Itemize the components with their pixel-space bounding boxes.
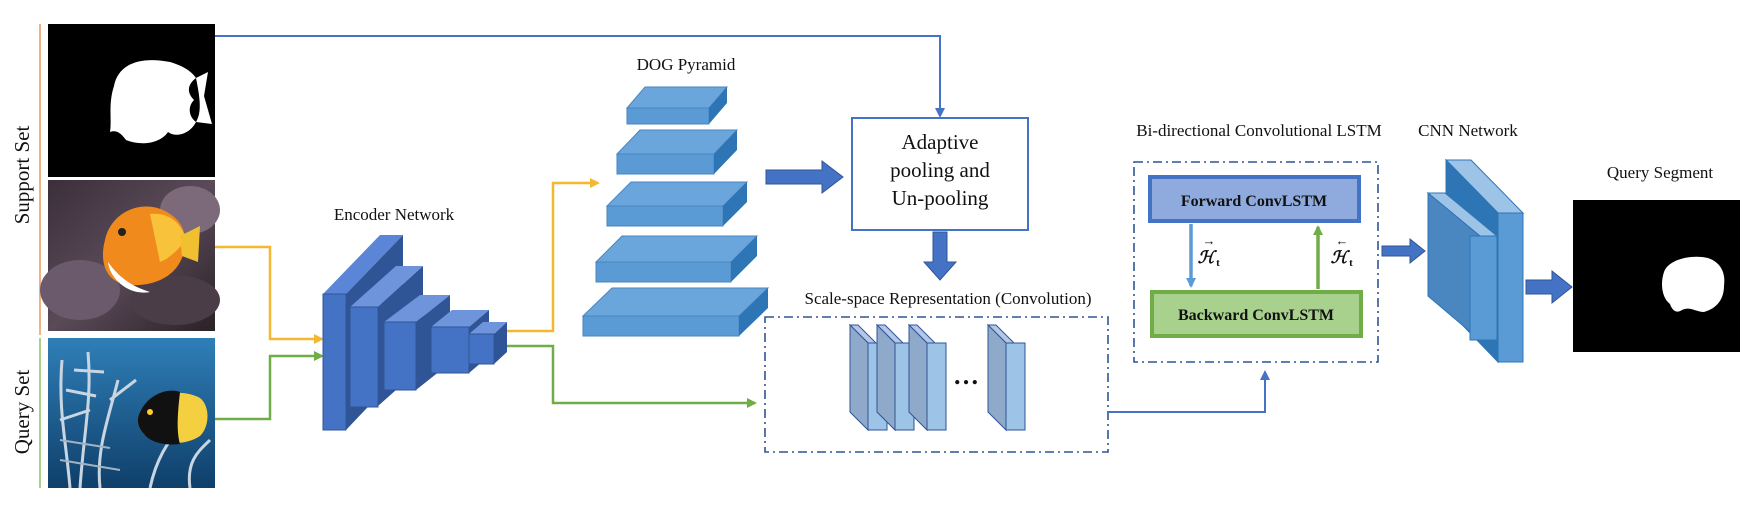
query-fish-photo bbox=[48, 338, 215, 489]
h-forward-label: → ℋ t bbox=[1198, 233, 1221, 269]
svg-text:→: → bbox=[1203, 233, 1216, 248]
svg-text:ℋ: ℋ bbox=[1198, 248, 1218, 267]
adaptive-to-scale-space-arrow bbox=[922, 231, 958, 281]
ellipsis-label: … bbox=[953, 361, 979, 390]
lstm-to-cnn-arrow bbox=[1381, 237, 1426, 265]
scale-space-to-lstm-arrow bbox=[1108, 370, 1270, 413]
backward-convlstm-label: Backward ConvLSTM bbox=[1178, 307, 1334, 324]
forward-convlstm: Forward ConvLSTM bbox=[1148, 175, 1361, 223]
query-set-group: Query Set bbox=[10, 338, 215, 489]
encoder-to-scale-space-arrow bbox=[507, 344, 757, 408]
dog-pyramid bbox=[581, 86, 770, 337]
support-mask-arrow bbox=[215, 35, 945, 118]
scale-space-slices bbox=[848, 323, 1026, 432]
scale-space-box bbox=[764, 316, 1109, 453]
cnn-network bbox=[1426, 158, 1525, 364]
support-photo-arrow bbox=[215, 245, 324, 344]
adaptive-label-line1: Adaptive bbox=[902, 130, 979, 154]
svg-text:t: t bbox=[1349, 257, 1353, 269]
adaptive-label-line3: Un-pooling bbox=[892, 186, 989, 210]
query-photo-arrow bbox=[215, 351, 324, 421]
forward-convlstm-label: Forward ConvLSTM bbox=[1181, 193, 1327, 210]
scale-space-label: Scale-space Representation (Convolution) bbox=[804, 289, 1091, 308]
adaptive-pooling-box: Adaptive pooling and Un-pooling bbox=[851, 117, 1029, 231]
query-segment-mask-shape bbox=[1662, 256, 1725, 312]
pyramid-to-adaptive-arrow bbox=[765, 159, 844, 195]
svg-text:←: ← bbox=[1336, 233, 1349, 248]
dog-pyramid-label: DOG Pyramid bbox=[637, 55, 736, 74]
query-set-label: Query Set bbox=[10, 370, 34, 455]
cnn-network-label: CNN Network bbox=[1418, 121, 1518, 140]
cnn-to-segment-arrow bbox=[1525, 269, 1573, 305]
fish-mask-shape bbox=[110, 60, 196, 144]
adaptive-label-line2: pooling and bbox=[890, 158, 990, 182]
backward-convlstm: Backward ConvLSTM bbox=[1150, 290, 1363, 338]
fish-tail-shape bbox=[196, 72, 212, 124]
query-segment-label: Query Segment bbox=[1607, 163, 1714, 182]
encoder-network bbox=[322, 235, 507, 431]
encoder-network-label: Encoder Network bbox=[334, 205, 455, 224]
bi-lstm-title: Bi-directional Convolutional LSTM bbox=[1136, 121, 1382, 140]
support-fish-photo bbox=[40, 180, 220, 331]
svg-text:t: t bbox=[1216, 257, 1220, 269]
svg-text:ℋ: ℋ bbox=[1331, 248, 1351, 267]
support-set-label: Support Set bbox=[10, 126, 34, 225]
bi-lstm-box bbox=[1133, 161, 1379, 363]
h-backward-label: ← ℋ t bbox=[1331, 233, 1354, 269]
support-set-group: Support Set bbox=[10, 24, 220, 335]
encoder-to-pyramid-arrow bbox=[507, 178, 600, 333]
